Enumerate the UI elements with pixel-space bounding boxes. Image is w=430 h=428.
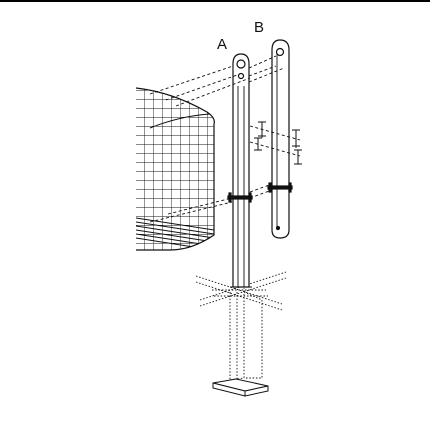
base-plate [212, 378, 269, 397]
post-a [230, 53, 252, 288]
top-rule [0, 0, 430, 2]
ground-section [195, 271, 287, 381]
clamp-brackets [227, 182, 293, 203]
bolts [254, 121, 302, 165]
label-part-b: B [254, 19, 265, 36]
label-part-a: A [217, 36, 228, 53]
mesh-basket [135, 87, 215, 251]
